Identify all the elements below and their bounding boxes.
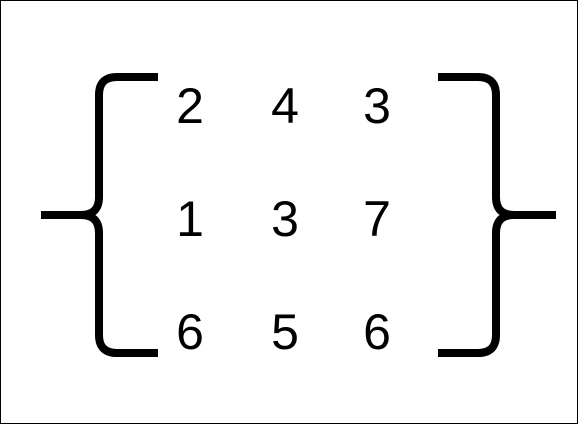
matrix-cell-r1-c1: 2	[176, 78, 204, 134]
matrix-grid: 2 4 3 1 3 7 6 5 6	[151, 71, 427, 371]
matrix-cell-r3-c2: 5	[271, 304, 299, 360]
matrix-cell-r2-c1: 1	[176, 191, 204, 247]
matrix-cell-r3-c1: 6	[176, 304, 204, 360]
left-brace	[41, 73, 158, 357]
matrix-cell-r2-c2: 3	[271, 191, 299, 247]
matrix-cell-r3-c3: 6	[363, 304, 391, 360]
matrix-cell-r1-c3: 3	[363, 78, 391, 134]
matrix-cell-r2-c3: 7	[363, 191, 391, 247]
matrix-cell-r1-c2: 4	[271, 78, 299, 134]
